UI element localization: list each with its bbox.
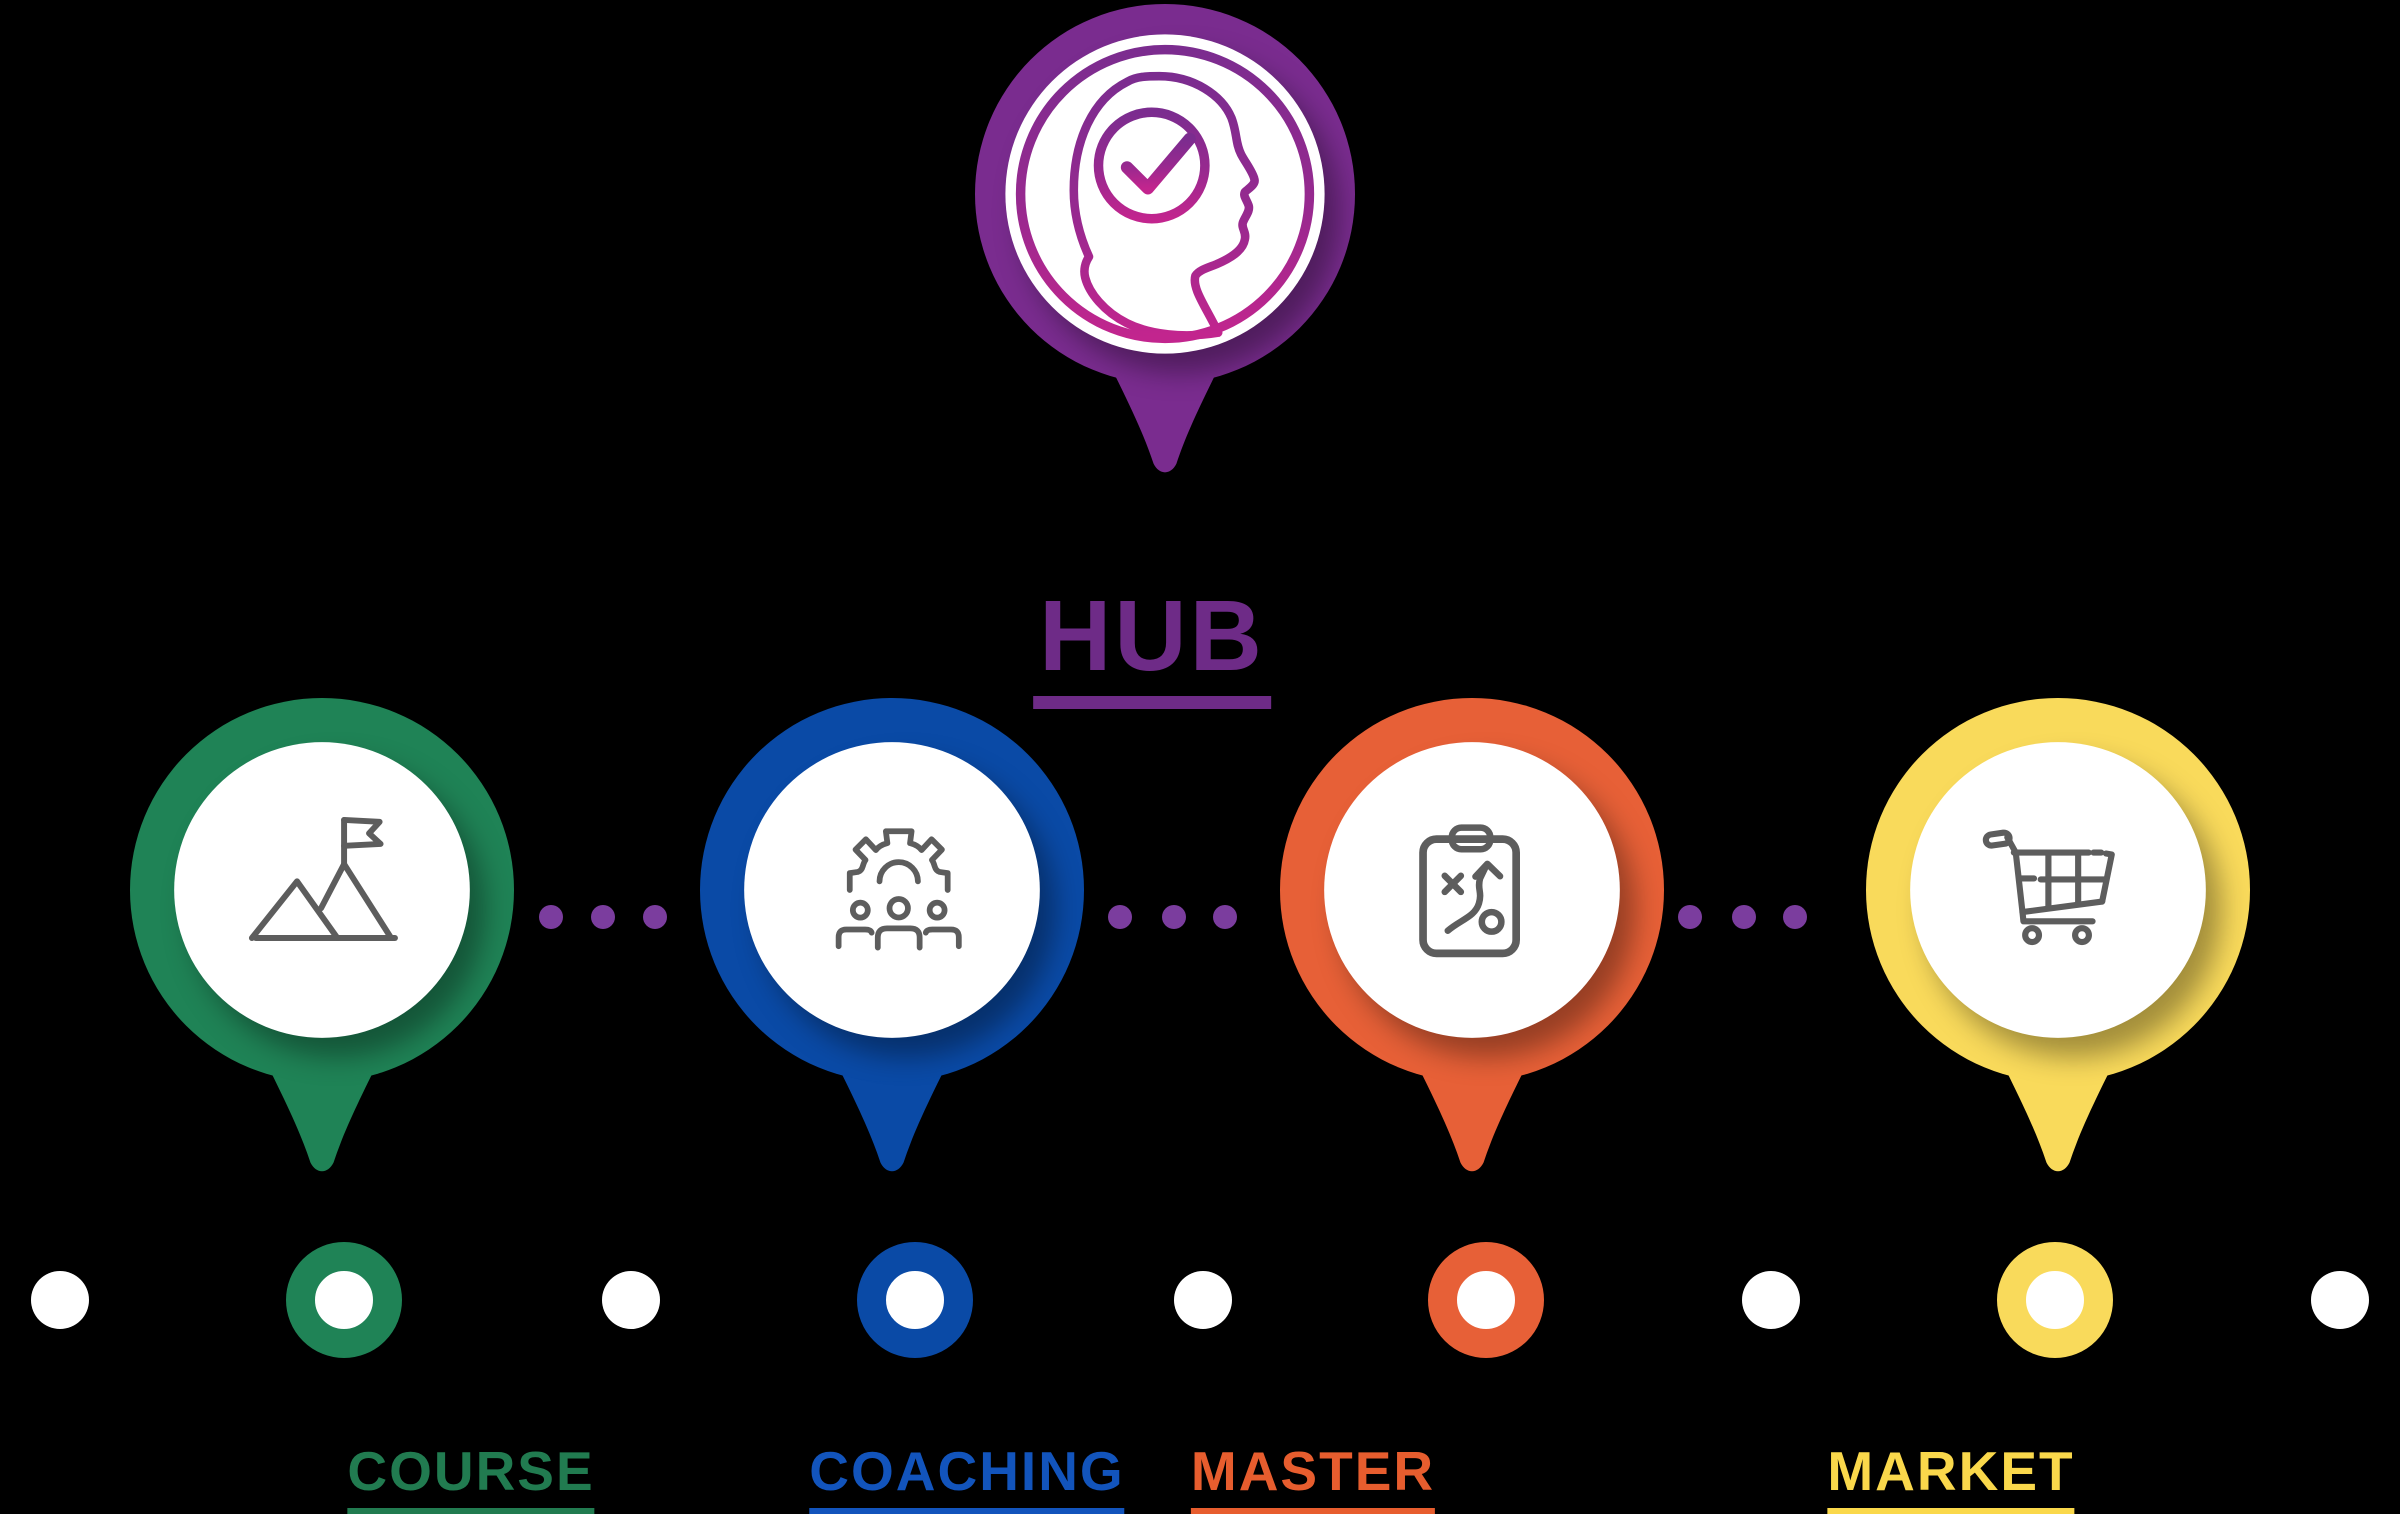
strategy-clipboard-icon	[1419, 824, 1520, 958]
team-gear-icon	[835, 828, 962, 951]
mountain-flag-icon	[248, 816, 398, 941]
course-inner-disc	[174, 742, 470, 1038]
market-inner-disc	[1910, 742, 2206, 1038]
master-inner-disc	[1324, 742, 1620, 1038]
connector-dot	[1162, 905, 1186, 929]
pin-coaching	[700, 698, 1084, 1178]
label-course: COURSE	[347, 1444, 595, 1514]
connector-dot	[1213, 905, 1237, 929]
timeline-ring-coaching	[857, 1242, 973, 1358]
hub-label: HUB	[1033, 586, 1271, 709]
connector-dot	[1783, 905, 1807, 929]
connector-dot	[643, 905, 667, 929]
head-check-icon	[1015, 44, 1315, 344]
pin-master	[1280, 698, 1664, 1178]
timeline-ring-master	[1428, 1242, 1544, 1358]
label-coaching: COACHING	[809, 1444, 1125, 1514]
coaching-inner-disc	[744, 742, 1040, 1038]
timeline-dot	[31, 1271, 89, 1329]
shopping-cart-icon	[1982, 829, 2115, 946]
timeline-dot	[2311, 1271, 2369, 1329]
hub-inner-disc	[1005, 34, 1325, 354]
label-market: MARKET	[1827, 1444, 2075, 1514]
pin-market	[1866, 698, 2250, 1178]
connector-dot	[1108, 905, 1132, 929]
connector-dot	[539, 905, 563, 929]
timeline-dot	[602, 1271, 660, 1329]
connector-dot	[591, 905, 615, 929]
timeline-ring-market	[1997, 1242, 2113, 1358]
label-master: MASTER	[1190, 1444, 1436, 1514]
connector-dot	[1678, 905, 1702, 929]
timeline-dot	[1174, 1271, 1232, 1329]
pin-hub	[975, 4, 1355, 479]
timeline-dot	[1742, 1271, 1800, 1329]
timeline-ring-course	[286, 1242, 402, 1358]
pin-course	[130, 698, 514, 1178]
connector-dot	[1732, 905, 1756, 929]
